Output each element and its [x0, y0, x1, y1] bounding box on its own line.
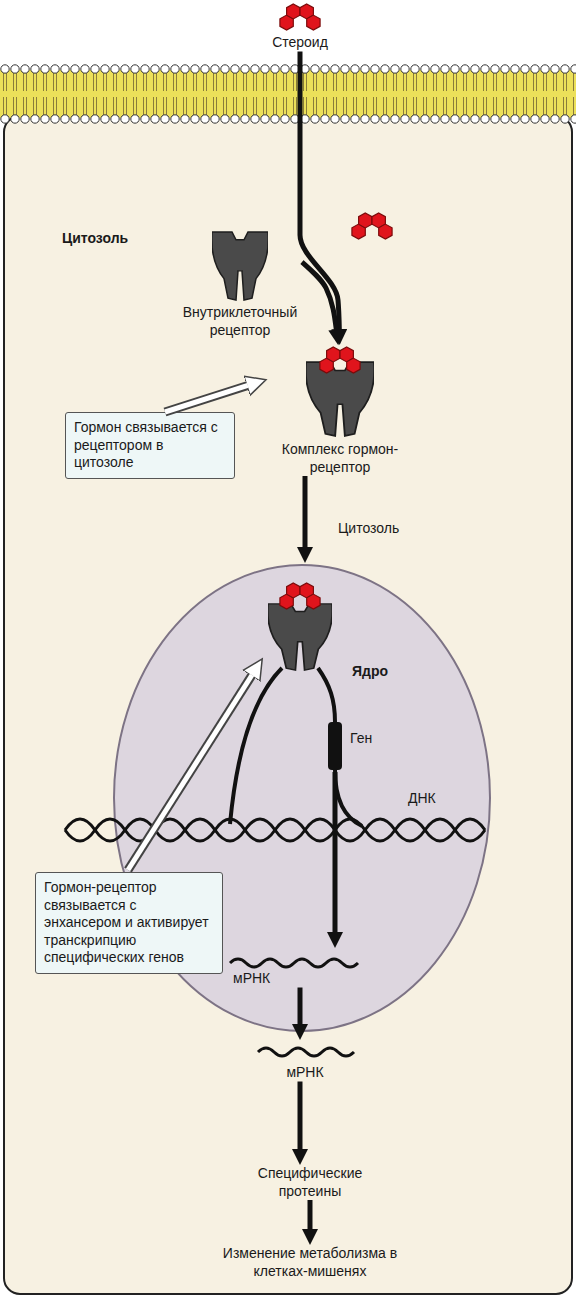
mrna-strand	[258, 1048, 354, 1056]
node-label: Специфические протеины	[245, 1165, 375, 1200]
callout-arrow-fill	[165, 385, 248, 412]
connector-group	[300, 52, 339, 331]
connector-group	[300, 1082, 301, 1151]
metabolism-node: Изменение метаболизма в клетках-мишенях	[210, 1245, 410, 1280]
membrane-bilayer	[0, 64, 576, 124]
enhancer-receptor	[268, 604, 333, 670]
node-label: Изменение метаболизма в клетках-мишенях	[210, 1245, 410, 1280]
protein-node: Специфические протеины	[245, 1165, 375, 1200]
dna-strand	[65, 819, 485, 841]
flow-arrow	[298, 988, 303, 1026]
mrna-node: мРНК	[255, 1040, 355, 1082]
flow-arrow	[300, 52, 339, 331]
callout-arrow	[128, 675, 252, 870]
dna-loop	[318, 668, 362, 826]
node-label: Ядро	[352, 663, 492, 681]
connector-group	[310, 1200, 311, 1230]
connector-layer	[165, 52, 339, 1231]
complex-node: Комплекс гормон-рецептор	[265, 345, 415, 476]
steroid-molecule	[352, 213, 392, 239]
node-label: мРНК	[233, 970, 375, 988]
connector-group	[305, 476, 306, 548]
node-label: Стероид	[255, 34, 345, 52]
callout-arrow	[165, 385, 248, 412]
steroid-node: Стероид	[255, 0, 345, 52]
mrna-strand	[230, 959, 358, 967]
flow-arrow	[308, 1200, 313, 1230]
connector-group	[300, 988, 301, 1026]
complex-receptor	[306, 362, 375, 436]
enhancer-steroid	[280, 583, 320, 609]
receptor-node: Внутриклеточный рецептор	[178, 228, 302, 339]
text-label: ДНК	[408, 790, 436, 808]
cell-body	[4, 116, 572, 1294]
callout-box: Гормон связывается с рецептором в цитозо…	[65, 412, 235, 479]
callout-text: Гормон связывается с рецептором в цитозо…	[74, 419, 226, 472]
node-label: Внутриклеточный рецептор	[178, 304, 302, 339]
callout-arrow	[128, 675, 252, 870]
text-label: Ген	[350, 730, 372, 748]
flow-arrow	[302, 262, 336, 330]
text-label: Цитозоль	[338, 520, 399, 538]
callout-box: Гормон-рецептор связывается с энхансером…	[35, 872, 223, 974]
node-label: мРНК	[255, 1064, 355, 1082]
text-label: Цитозоль	[62, 230, 128, 248]
dna-strand	[65, 819, 485, 841]
connector-group	[165, 385, 248, 412]
node-label: Комплекс гормон-рецептор	[265, 441, 415, 476]
receptor-shape	[212, 232, 269, 300]
transcription-arrow	[333, 772, 338, 933]
steroid-molecule	[280, 4, 320, 30]
flow-arrow	[298, 1082, 303, 1151]
flow-arrow	[303, 476, 308, 548]
connector-group	[302, 262, 336, 330]
callout-text: Гормон-рецептор связывается с энхансером…	[44, 879, 214, 967]
gene-segment	[328, 722, 342, 770]
complex-steroid	[320, 347, 360, 373]
